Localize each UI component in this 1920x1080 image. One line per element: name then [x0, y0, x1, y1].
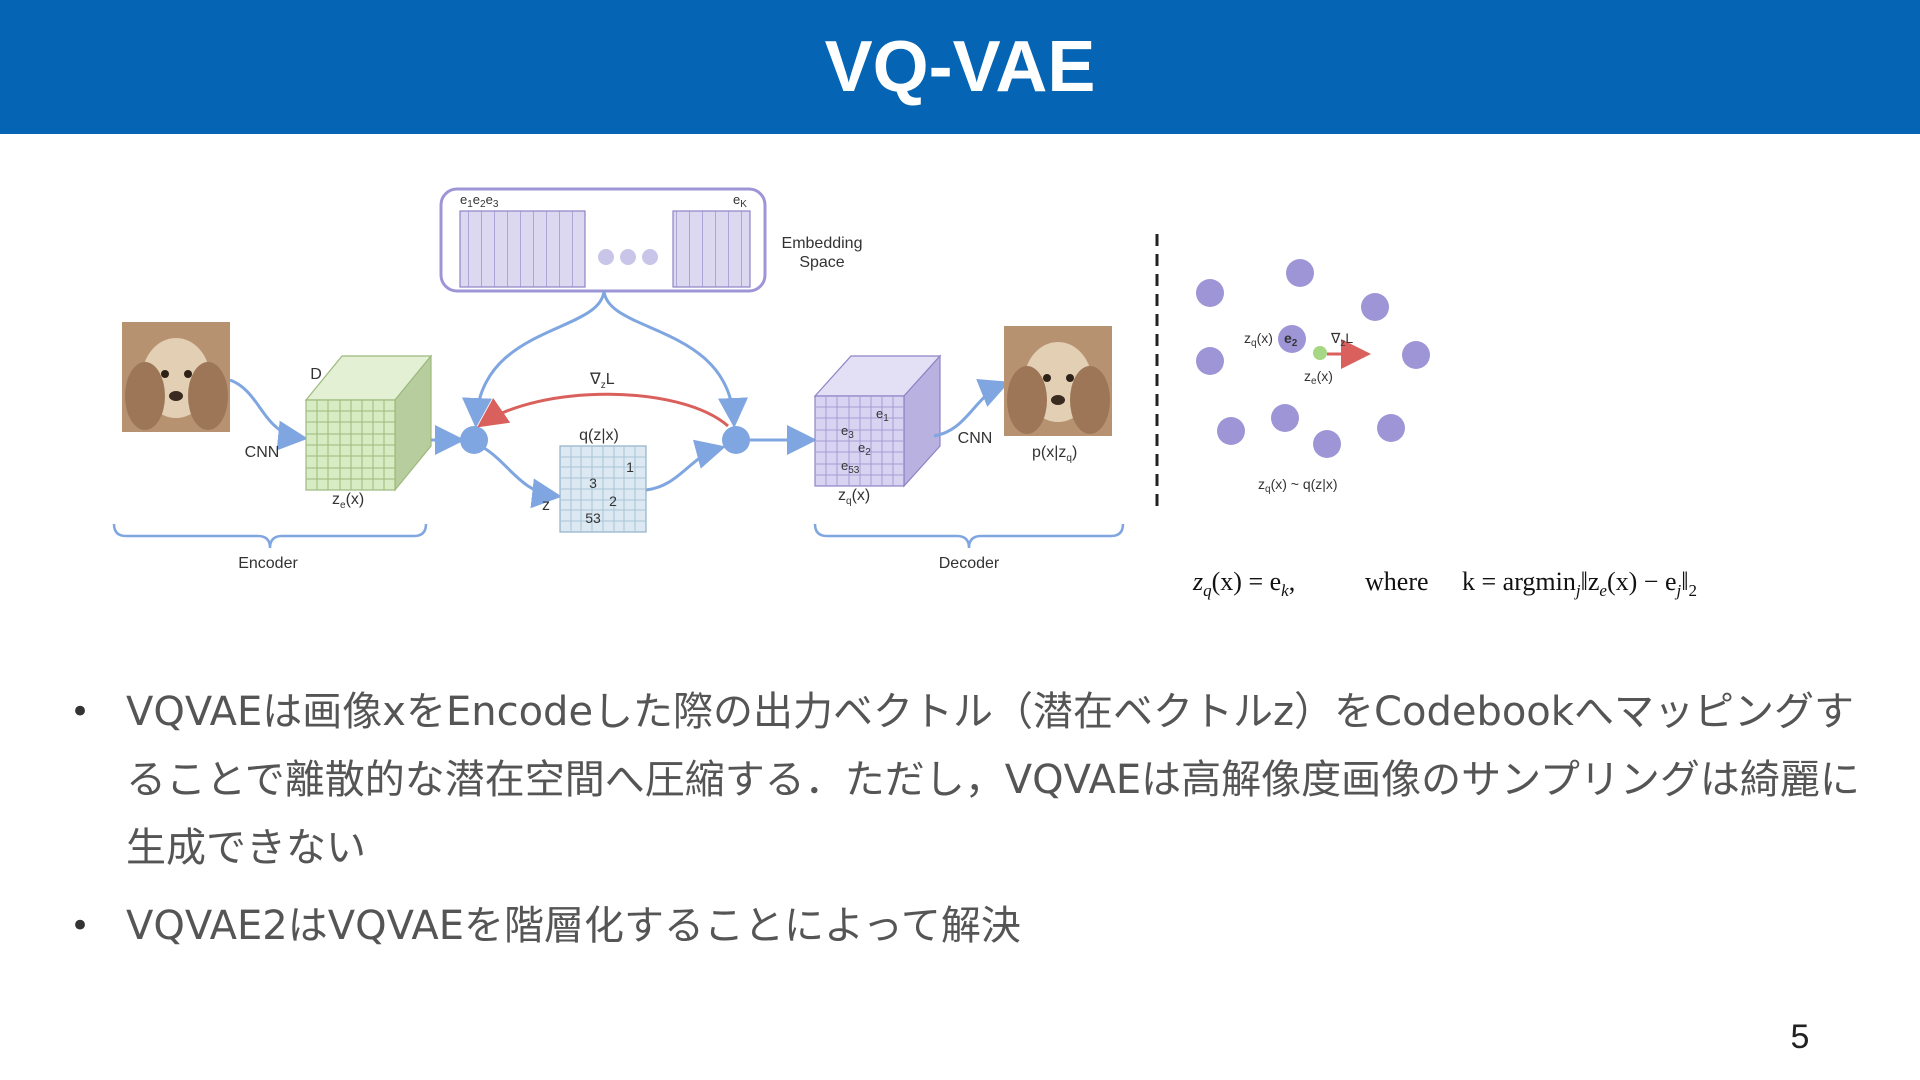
bullet-text: VQVAEは画像xをEncodeした際の出力ベクトル（潜在ベクトルz）をCode…: [126, 689, 1860, 871]
z-label: z: [542, 497, 550, 514]
embedding-point: [1361, 293, 1389, 321]
embedding-to-encoder-node-arrow: [462, 290, 606, 428]
formula-rhs: k = argminj‖ze(x) − ej‖2: [1462, 567, 1697, 600]
panel-ze-label: ze(x): [1304, 368, 1333, 387]
quantized-cube: e1 e3 e2 e53: [813, 354, 942, 488]
embedding-point: [1313, 430, 1341, 458]
embedding-point: [1377, 414, 1405, 442]
bullet-dot: •: [70, 906, 91, 946]
ellipsis-dot: [620, 249, 636, 265]
node-to-grid-arrow: [483, 446, 562, 509]
embedding-space-label-2: Space: [799, 254, 844, 271]
encoder-output-cube: [304, 354, 433, 492]
slide-title: VQ-VAE: [824, 27, 1096, 107]
cube-e1-label: e1: [876, 406, 889, 424]
panel-distribution-label: zq(x) ~ q(z|x): [1258, 476, 1338, 495]
ellipsis-dot: [642, 249, 658, 265]
ellipsis-dot: [598, 249, 614, 265]
page-number: 5: [1790, 1018, 1810, 1056]
bullet-list: • VQVAEは画像xをEncodeした際の出力ベクトル（潜在ベクトルz）をCod…: [70, 678, 1870, 970]
embedding-point: [1271, 404, 1299, 432]
grid-value: 1: [626, 459, 634, 475]
vqvae-diagram: e1e2e3 eK Embedding Space CNN D: [112, 187, 1697, 600]
encoder-output-point: [1313, 346, 1327, 360]
q-label: q(z|x): [579, 427, 619, 444]
embedding-point: [1196, 347, 1224, 375]
embedding-point: [1286, 259, 1314, 287]
embedding-space-label-1: Embedding: [782, 235, 863, 252]
embedding-vector-labels: e1e2e3: [460, 192, 499, 210]
index-grid: 1 3 2 53: [559, 445, 647, 533]
grid-to-node-arrow: [645, 439, 726, 492]
grid-value: 53: [585, 510, 601, 526]
embedding-point: [1217, 417, 1245, 445]
panel-gradient-label: ∇zL: [1330, 330, 1353, 349]
title-bar: [0, 0, 1920, 134]
embedding-ek-label: eK: [733, 192, 747, 210]
embedding-points-panel: zq(x) e2 ∇zL ze(x) zq(x) ~ q(z|x): [1196, 259, 1430, 495]
grid-value: 2: [609, 493, 617, 509]
bullet-text: VQVAE2はVQVAEを階層化することによって解決: [126, 903, 1021, 949]
decoder-brace: [813, 523, 1125, 549]
encoder-cnn-label: CNN: [245, 444, 280, 461]
cube-e2-label: e2: [858, 440, 871, 458]
ze-label: ze(x): [332, 491, 364, 511]
zq-label: zq(x): [838, 487, 870, 507]
cube-e53-label: e53: [841, 458, 860, 476]
grid-value: 3: [589, 475, 597, 491]
encoder-node: [460, 426, 488, 454]
embedding-point: [1402, 341, 1430, 369]
quantization-formula: zq(x) = ek, where k = argminj‖ze(x) − ej…: [1192, 567, 1697, 600]
decoder-node: [722, 426, 750, 454]
bullet-dot: •: [70, 692, 91, 732]
px-label: p(x|zq): [1032, 444, 1077, 464]
decoder-arrow: [933, 379, 1010, 438]
encoder-label: Encoder: [238, 555, 298, 572]
depth-d-label: D: [310, 366, 322, 383]
embedding-point: [1196, 279, 1224, 307]
encoder-brace: [112, 523, 428, 549]
panel-e2-label: e2: [1284, 330, 1298, 349]
gradient-arrow: [477, 392, 729, 428]
panel-zq-label: zq(x): [1244, 330, 1273, 349]
encoder-arrow: [229, 378, 308, 451]
gradient-label: ∇zL: [589, 371, 615, 391]
cube-e3-label: e3: [841, 423, 854, 441]
input-dog-image: [122, 322, 230, 432]
embedding-point-e2: [1278, 325, 1306, 353]
decoder-label: Decoder: [939, 555, 1000, 572]
embedding-to-decoder-node-arrow: [602, 290, 748, 428]
bullet-item: • VQVAEは画像xをEncodeした際の出力ベクトル（潜在ベクトルz）をCod…: [70, 678, 1870, 882]
embedding-space: e1e2e3 eK Embedding Space: [439, 187, 863, 293]
formula-where: where: [1365, 567, 1429, 596]
decoder-cnn-label: CNN: [958, 430, 993, 447]
bullet-item: • VQVAE2はVQVAEを階層化することによって解決: [70, 892, 1870, 960]
output-dog-image: [1004, 326, 1112, 436]
formula-lhs: zq(x) = ek,: [1192, 567, 1295, 600]
